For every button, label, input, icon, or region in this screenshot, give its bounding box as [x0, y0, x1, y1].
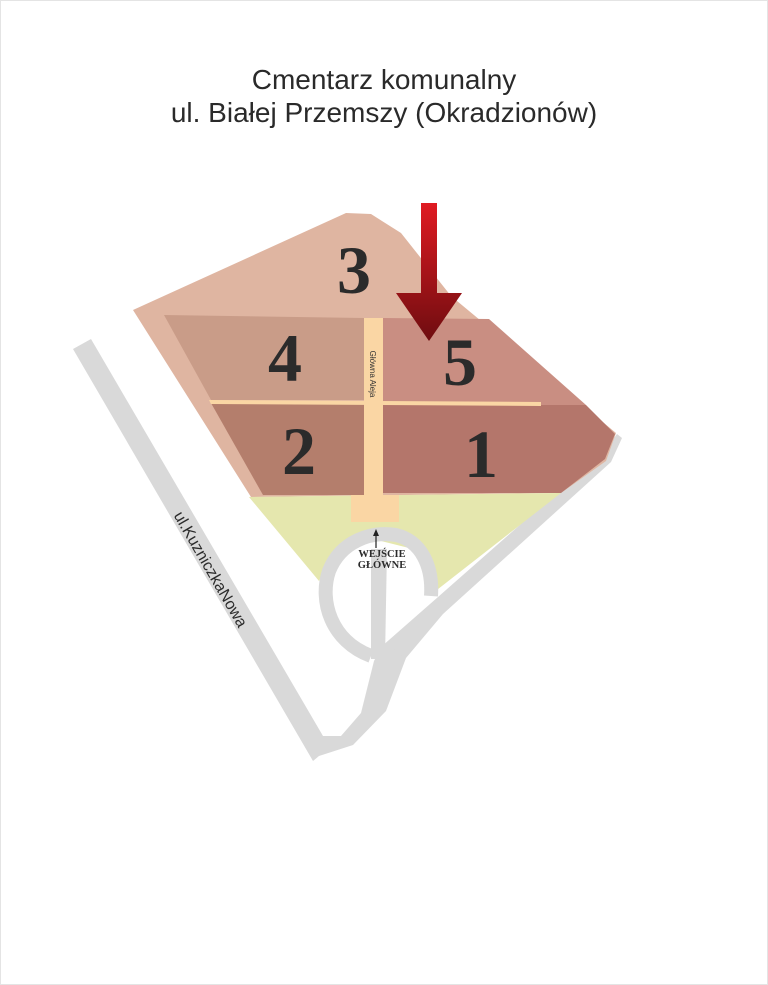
entrance-label-line-2: GŁÓWNE — [358, 559, 406, 571]
entrance-label-line-1: WEJŚCIE — [358, 548, 405, 560]
sector-number-2: 2 — [282, 413, 316, 489]
main-alley — [364, 318, 383, 496]
title-line-2: ul. Białej Przemszy (Okradzionów) — [170, 97, 598, 128]
loop-stem-road — [371, 549, 387, 659]
title-line-1: Cmentarz komunalny — [251, 64, 517, 95]
sector-5-area — [383, 318, 586, 405]
sector-2-area — [211, 403, 364, 495]
sector-number-1: 1 — [464, 416, 498, 492]
location-marker-arrow-icon — [396, 203, 462, 341]
map-title: Cmentarz komunalny ul. Białej Przemszy (… — [1, 63, 767, 129]
street-label: ul.KuzniczkaNowa — [170, 509, 250, 631]
main-alley-label: Główna Aleja — [368, 351, 377, 398]
entrance-arrow-icon — [373, 529, 379, 548]
entrance-plaza — [351, 495, 399, 522]
entrance-loop-road — [318, 527, 439, 663]
loop-connector-road — [369, 647, 405, 670]
sector-number-5: 5 — [443, 324, 477, 400]
sector-1-area — [383, 405, 615, 493]
sector-number-4: 4 — [268, 320, 302, 396]
sector-4-area — [164, 315, 364, 400]
sector-number-3: 3 — [337, 232, 371, 308]
street-kuzniczka-nowa — [73, 339, 622, 761]
